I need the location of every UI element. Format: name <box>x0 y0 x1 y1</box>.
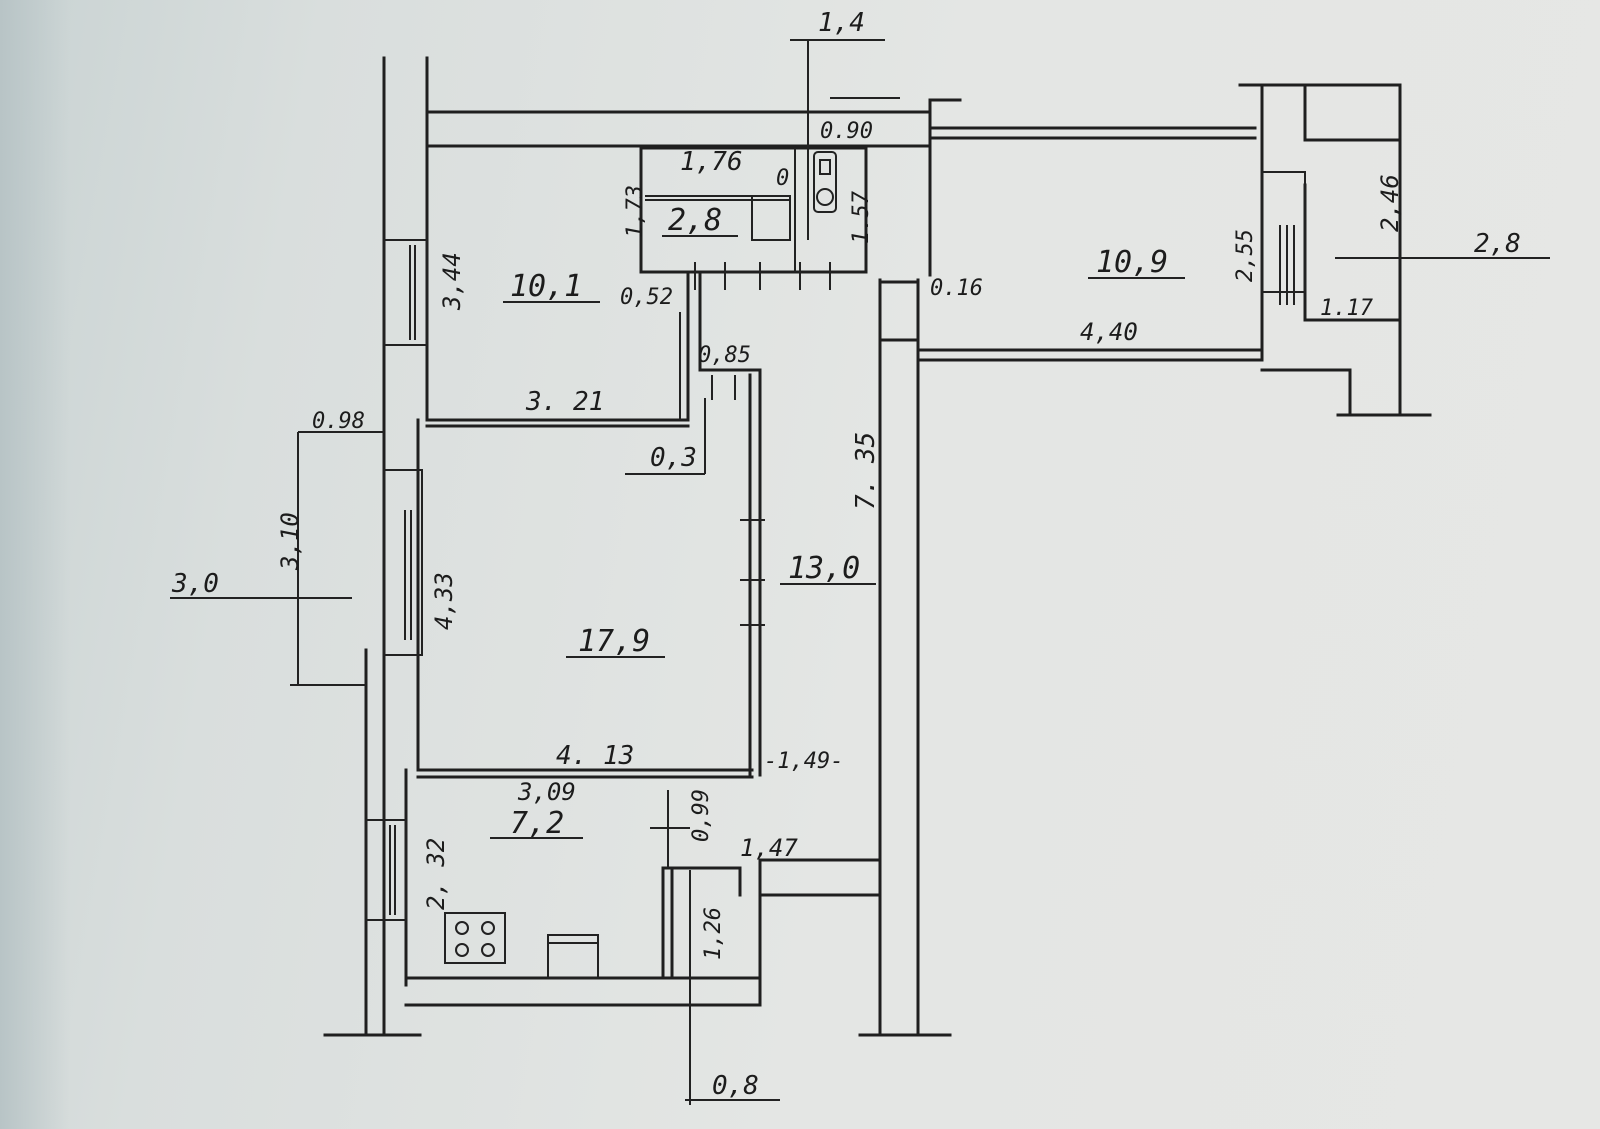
window-kitchen <box>365 819 407 921</box>
area-label-kitchen: 7,2 <box>510 806 564 841</box>
dim-label-1-57: 1.57 <box>849 190 874 244</box>
dim-label-1-17: 1.17 <box>1320 296 1374 321</box>
dim-label-1-26: 1,26 <box>701 907 726 960</box>
toilet-icon <box>813 151 837 213</box>
area-label-room-10-9: 10,9 <box>1096 245 1168 280</box>
dim-label-3-10: 3,10 <box>276 512 304 571</box>
dim-label-4-13: 4. 13 <box>556 741 634 771</box>
area-label-room-17-9: 17,9 <box>578 624 650 659</box>
dim-label-1-76: 1,76 <box>680 147 743 177</box>
dim-label-4-40: 4,40 <box>1080 318 1138 346</box>
window-room-10-1 <box>383 239 428 346</box>
windows <box>365 171 1306 921</box>
area-label-bathroom: 2,8 <box>668 203 722 238</box>
window-room-17-9 <box>383 469 423 656</box>
paper-edge-shade <box>0 0 70 1129</box>
dim-label-0-3: 0,3 <box>650 443 697 473</box>
dim-label-2-32: 2, 32 <box>422 838 450 910</box>
dim-label-0-52: 0,52 <box>620 285 673 310</box>
window-room-10-9 <box>1261 171 1306 293</box>
dim-label-3-09: 3,09 <box>517 778 576 806</box>
dim-label-3-44: 3,44 <box>438 252 466 311</box>
dim-label-0-85: 0,85 <box>698 343 751 368</box>
dim-label-1-4: 1,4 <box>818 8 865 38</box>
area-label-room-10-1: 10,1 <box>510 269 582 304</box>
dim-label-7-35: 7. 35 <box>851 432 881 510</box>
dim-label-4-33: 4,33 <box>430 572 458 630</box>
dim-label-2-55: 2,55 <box>1233 229 1258 282</box>
dim-label-2-46: 2,46 <box>1376 174 1404 232</box>
stove-icon <box>444 912 506 964</box>
dim-label-0-99: 0,99 <box>689 789 714 842</box>
dim-label-1-47: 1,47 <box>740 834 798 862</box>
dim-label-1-73: 1,73 <box>623 185 648 238</box>
dim-label-3-0: 3,0 <box>171 569 219 599</box>
dim-label-1-49: -1,49- <box>764 749 843 774</box>
door-ticks <box>694 262 831 626</box>
central-pillar <box>878 280 920 342</box>
bathroom-block <box>639 146 868 274</box>
fixtures <box>444 151 837 979</box>
walls <box>323 56 1432 1037</box>
dim-label-0-90: 0.90 <box>820 119 873 144</box>
bath-cabinet <box>751 195 791 241</box>
dimension-labels: 1,4 0.90 1,76 0 1,73 1.57 0,52 0.16 0,85… <box>171 8 1521 1101</box>
room-area-labels: 10,1 2,8 10,9 17,9 13,0 7,2 <box>490 203 1185 841</box>
area-label-room-13-0: 13,0 <box>788 551 860 586</box>
dim-label-3-21: 3. 21 <box>525 387 604 417</box>
wc-marker: 0 <box>776 166 789 191</box>
dim-label-0-98: 0.98 <box>312 409 365 434</box>
sink-icon <box>547 934 599 979</box>
dim-label-2-8-right: 2,8 <box>1474 229 1521 259</box>
dimension-lines <box>170 39 1550 1105</box>
dim-label-0-8: 0,8 <box>712 1071 759 1101</box>
dim-label-0-16: 0.16 <box>930 276 983 301</box>
